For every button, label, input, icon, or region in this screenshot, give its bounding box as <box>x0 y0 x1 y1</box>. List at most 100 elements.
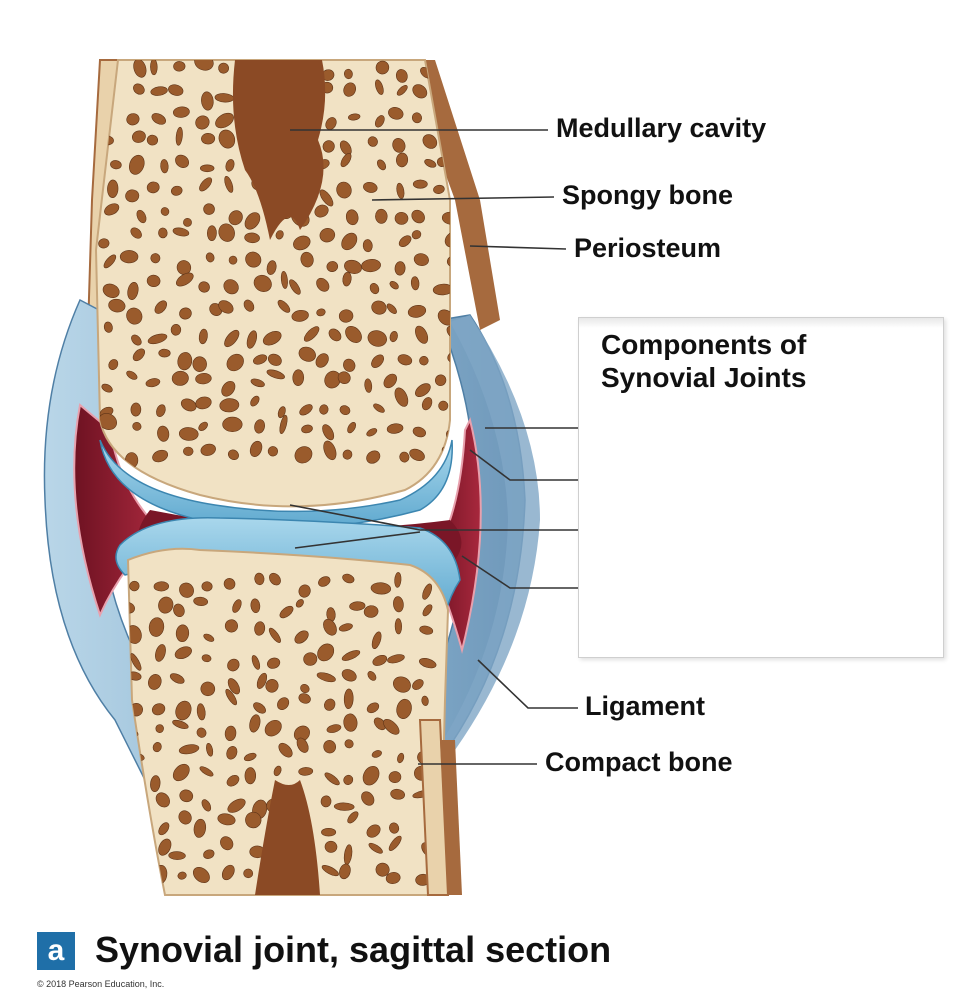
spongy-pore <box>160 207 170 216</box>
leader-blank-2 <box>469 449 590 481</box>
spongy-pore <box>103 254 117 269</box>
spongy-pore <box>220 836 234 851</box>
spongy-pore <box>338 309 354 323</box>
leader-periosteum <box>469 245 567 250</box>
spongy-pore <box>326 261 339 272</box>
spongy-pore <box>441 211 450 225</box>
spongy-pore <box>323 440 337 461</box>
spongy-pore <box>394 211 409 225</box>
spongy-pore <box>194 60 214 71</box>
spongy-pore <box>348 113 361 121</box>
spongy-pore <box>173 61 186 72</box>
spongy-pore <box>228 210 243 226</box>
spongy-pore <box>412 679 424 690</box>
spongy-pore <box>133 83 145 95</box>
spongy-pore <box>389 281 399 290</box>
spongy-pore <box>226 353 244 372</box>
spongy-pore <box>324 370 341 389</box>
spongy-pore <box>323 740 337 754</box>
label-compact-bone: Compact bone <box>545 747 733 777</box>
spongy-pore <box>396 85 408 96</box>
spongy-pore <box>146 134 159 146</box>
spongy-pore <box>415 325 429 344</box>
spongy-pore <box>227 678 241 695</box>
spongy-pore <box>437 309 450 326</box>
spongy-pore <box>349 601 366 611</box>
spongy-pore <box>147 333 168 345</box>
components-box: Components of Synovial Joints <box>578 317 944 658</box>
spongy-pore <box>227 658 240 672</box>
spongy-pore <box>395 69 408 83</box>
spongy-pore <box>158 838 172 856</box>
spongy-pore <box>130 227 142 239</box>
spongy-pore <box>110 160 122 170</box>
spongy-pore <box>157 425 170 442</box>
spongy-pore <box>294 446 313 464</box>
spongy-pore <box>150 253 161 264</box>
spongy-pore <box>289 279 301 295</box>
spongy-pore <box>201 654 212 663</box>
spongy-pore <box>206 743 214 757</box>
spongy-pore <box>421 695 429 706</box>
spongy-pore <box>421 397 433 411</box>
spongy-pore <box>119 250 139 264</box>
spongy-pore <box>372 654 388 666</box>
spongy-pore <box>251 655 261 670</box>
spongy-pore <box>343 68 353 80</box>
spongy-pore <box>203 203 215 215</box>
spongy-pore <box>245 811 262 829</box>
spongy-pore <box>388 107 404 120</box>
spongy-pore <box>102 283 120 298</box>
spongy-pore <box>130 402 142 417</box>
spongy-pore <box>225 159 235 172</box>
spongy-pore <box>397 354 413 366</box>
spongy-pore <box>419 355 429 366</box>
spongy-pore <box>196 703 206 721</box>
spongy-pore <box>179 582 194 598</box>
spongy-pore <box>148 617 165 637</box>
spongy-pore <box>345 209 359 226</box>
spongy-pore <box>324 840 338 853</box>
spongy-pore <box>249 440 263 457</box>
spongy-pore <box>345 326 362 343</box>
spongy-pore <box>394 572 402 588</box>
spongy-pore <box>412 426 426 438</box>
ligament-right <box>440 315 540 750</box>
spongy-pore <box>267 353 282 366</box>
spongy-pore <box>253 274 272 292</box>
spongy-pore <box>265 679 279 693</box>
spongy-pore <box>200 443 216 456</box>
spongy-pore <box>316 672 336 683</box>
spongy-pore <box>298 693 311 704</box>
spongy-pore <box>295 599 304 608</box>
spongy-pore <box>175 126 183 146</box>
spongy-pore <box>145 378 161 388</box>
spongy-pore <box>446 325 450 338</box>
spongy-pore <box>132 348 146 362</box>
spongy-pore <box>299 404 313 416</box>
spongy-pore <box>412 84 428 99</box>
spongy-pore <box>221 864 235 881</box>
spongy-pore <box>244 232 260 244</box>
spongy-pore <box>170 323 182 336</box>
spongy-pore <box>221 380 236 397</box>
spongy-pore <box>180 398 197 412</box>
spongy-pore <box>227 449 239 460</box>
spongy-pore <box>409 448 425 461</box>
spongy-pore <box>394 261 406 276</box>
spongy-pore <box>266 369 285 380</box>
spongy-pore <box>172 719 189 729</box>
spongy-pore <box>371 631 382 650</box>
spongy-pore <box>155 724 164 733</box>
spongy-pore <box>278 742 293 758</box>
spongy-pore <box>415 383 431 398</box>
spongy-pore <box>201 581 213 592</box>
spongy-pore <box>385 872 401 884</box>
components-box-title: Components of Synovial Joints <box>601 329 807 393</box>
spongy-pore <box>218 223 235 242</box>
spongy-pore <box>196 727 207 738</box>
spongy-pore <box>203 849 215 859</box>
spongy-pore <box>396 182 405 199</box>
spongy-pore <box>158 822 170 836</box>
